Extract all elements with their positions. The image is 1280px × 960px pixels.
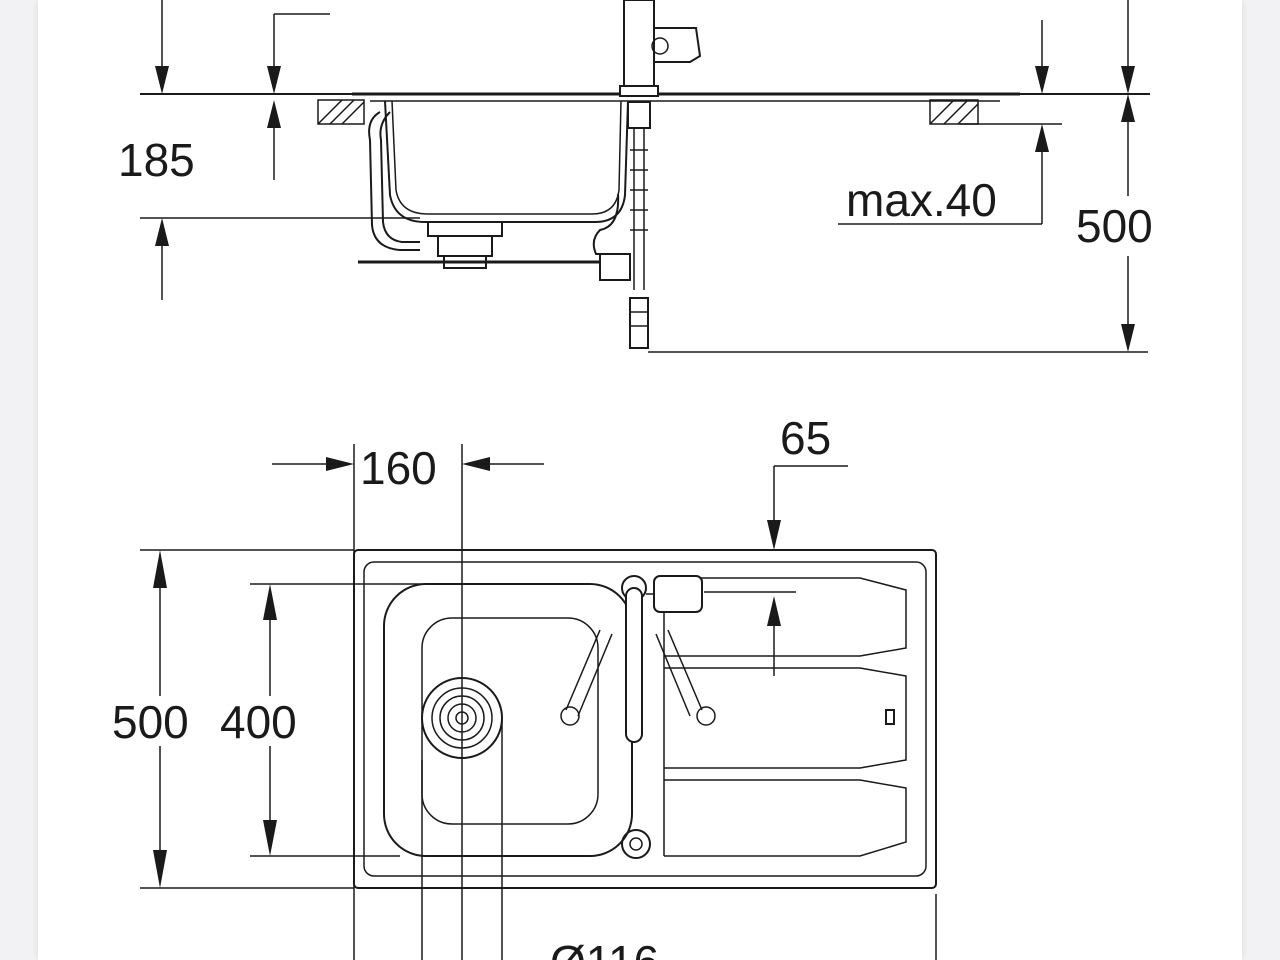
- hose-bands: [630, 149, 648, 231]
- drainer-grooves: [663, 577, 907, 857]
- dim-185-label: 185: [118, 134, 195, 186]
- countertop-hatch-left: [317, 99, 365, 125]
- dim-65-label: 65: [780, 412, 831, 464]
- handle-pivot: [651, 37, 669, 55]
- sink-outline: [353, 549, 937, 889]
- countertop-hatch-right: [929, 99, 979, 125]
- faucet-body: [623, 0, 655, 87]
- faucet-base: [619, 85, 659, 97]
- supply-hose: [633, 128, 645, 290]
- hose-connector: [629, 297, 649, 349]
- waste-body: [437, 235, 493, 257]
- dim-500-top-label: 500: [112, 696, 189, 748]
- waste-flange: [427, 221, 503, 237]
- trap-pipe: [592, 193, 620, 280]
- overflow-hole: [621, 829, 651, 859]
- overflow-pipe: [368, 111, 420, 251]
- trap-fitting: [599, 253, 631, 281]
- shank-nut: [627, 101, 651, 129]
- bowl-section: [384, 100, 629, 223]
- dim-diameter-label: Ø116: [550, 936, 659, 960]
- dim-500-side-label: 500: [1076, 200, 1153, 252]
- dim-max40-label: max.40: [846, 174, 997, 226]
- side-view: 185 max.40 500: [118, 0, 1153, 353]
- dim-400-label: 400: [220, 696, 297, 748]
- sink-outline-inner: [363, 561, 927, 877]
- faucet-handle: [653, 27, 702, 63]
- dim-160-label: 160: [360, 442, 437, 494]
- top-view: 65 160 500 400 Ø116: [112, 412, 937, 960]
- overflow-pipe-inner: [379, 111, 420, 243]
- faucet-top: [560, 575, 716, 743]
- bowl-section-inner: [391, 100, 622, 215]
